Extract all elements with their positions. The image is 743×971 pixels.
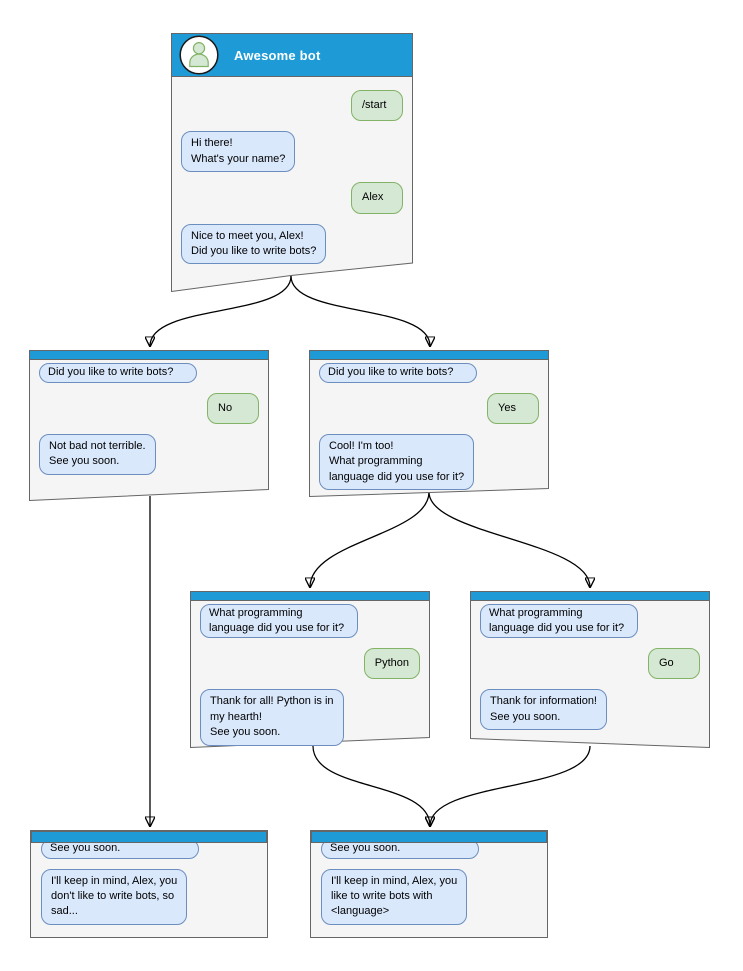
window-header	[311, 831, 547, 843]
window-header	[29, 350, 269, 360]
chat-window-end-no: See you soon.I'll keep in mind, Alex, yo…	[30, 830, 268, 938]
chat-bubble-user: Alex	[351, 182, 403, 214]
edge-yes-to-python	[310, 491, 430, 587]
edge-start-to-no	[150, 275, 292, 346]
edge-go-to-end	[430, 745, 591, 826]
chat-bubble-user: Python	[363, 648, 420, 680]
chat-window-lang-go: What programming language did you use fo…	[470, 591, 710, 748]
chat-bubble-user: /start	[351, 90, 403, 122]
edge-python-to-end	[312, 745, 430, 826]
chat-bubble-bot: Hi there! What's your name?	[181, 131, 296, 173]
window-header	[31, 831, 267, 843]
window-header	[470, 591, 710, 601]
bot-title: Awesome bot	[234, 47, 321, 63]
chat-window-start: Awesome bot /start Hi there! What's your …	[171, 33, 413, 292]
edge-start-to-yes	[290, 275, 430, 346]
message-list: What programming language did you use fo…	[190, 601, 430, 748]
chat-window-end-yes: See you soon.I'll keep in mind, Alex, yo…	[310, 830, 548, 938]
chat-bubble-bot: Thank for information! See you soon.	[480, 689, 607, 731]
chat-bubble-bot: I'll keep in mind, Alex, you like to wri…	[321, 868, 468, 925]
chat-bubble-bot: Not bad not terrible. See you soon.	[39, 433, 156, 475]
chat-bubble-bot: I'll keep in mind, Alex, you don't like …	[41, 868, 188, 925]
chat-bubble-bot: Thank for all! Python is in my hearth! S…	[200, 689, 344, 746]
chat-bubble-bot: Did you like to write bots?	[39, 363, 197, 383]
chat-bubble-user: Yes	[487, 392, 539, 424]
message-list: See you soon.I'll keep in mind, Alex, yo…	[311, 839, 547, 937]
window-header	[190, 591, 430, 601]
message-list: See you soon.I'll keep in mind, Alex, yo…	[31, 839, 267, 937]
chat-bubble-bot: What programming language did you use fo…	[480, 604, 638, 639]
window-header: Awesome bot	[171, 33, 413, 77]
chat-bubble-bot: Cool! I'm too! What programming language…	[319, 433, 475, 491]
bot-avatar-icon	[179, 35, 219, 75]
chat-bubble-user: No	[207, 392, 259, 424]
message-list: What programming language did you use fo…	[470, 601, 710, 748]
chat-bubble-user: Go	[648, 648, 700, 680]
chat-window-lang-python: What programming language did you use fo…	[190, 591, 430, 748]
chat-bubble-bot: What programming language did you use fo…	[200, 604, 358, 639]
chat-bubble-bot: Did you like to write bots?	[319, 363, 477, 383]
window-header	[309, 350, 549, 360]
chat-bubble-bot: Nice to meet you, Alex! Did you like to …	[181, 223, 327, 265]
edge-yes-to-go	[428, 491, 590, 587]
